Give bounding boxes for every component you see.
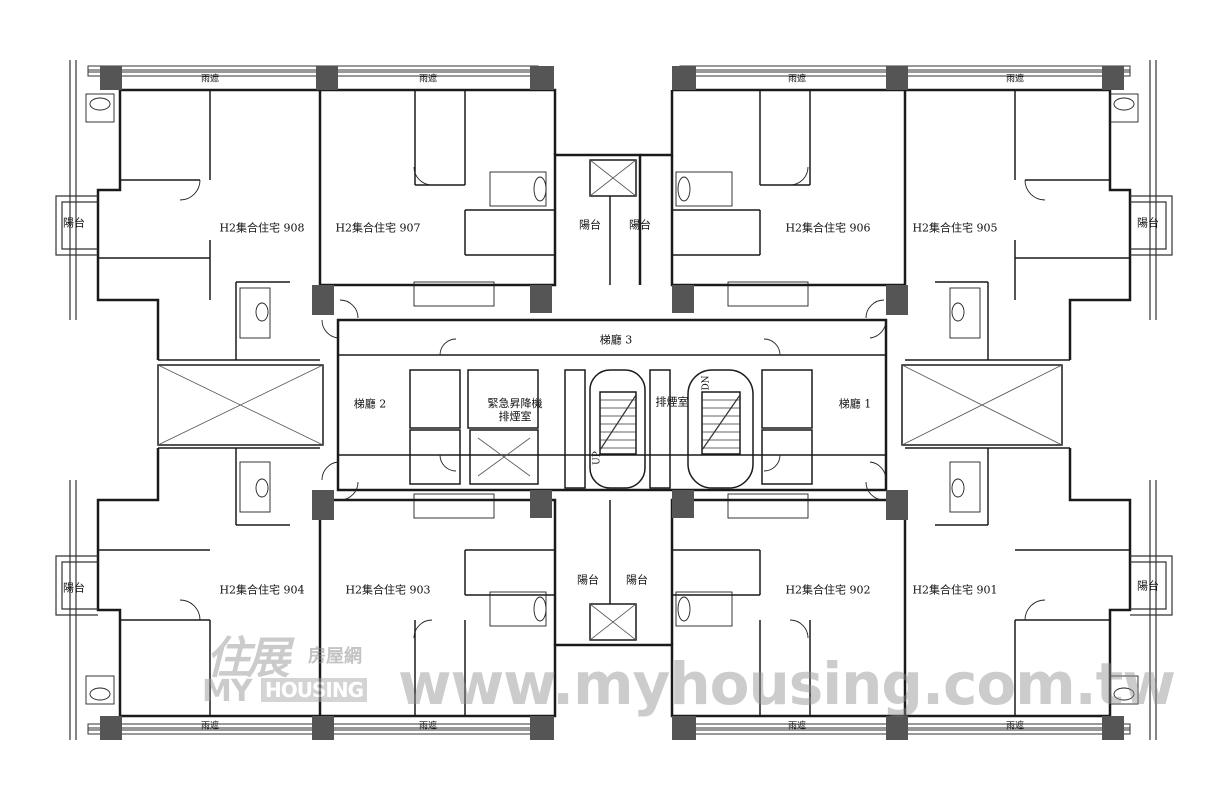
unit-label-901: H2集合住宅 901 (912, 583, 998, 597)
unit-label-906: H2集合住宅 906 (785, 221, 871, 235)
canopy-label-3: 雨遮 (787, 74, 807, 85)
interior-walls (98, 90, 1130, 716)
stair-up-left: UP (592, 451, 603, 465)
balcony-label-left-bottom: 陽台 (63, 581, 85, 595)
balcony-label-right-top: 陽台 (1137, 216, 1159, 230)
unit-label-904: H2集合住宅 904 (219, 583, 305, 597)
balconies (55, 60, 1173, 740)
stair-treads (599, 394, 741, 451)
balcony-label-left-top: 陽台 (63, 216, 85, 230)
canopy-label-8: 雨遮 (1005, 721, 1025, 732)
unit-label-903: H2集合住宅 903 (345, 583, 431, 597)
canopy-label-6: 雨遮 (418, 721, 438, 732)
watermark-logo-bar: MY HOUSING (202, 674, 368, 709)
lobby-label-1: 梯廳 1 (838, 397, 872, 411)
unit-label-905: H2集合住宅 905 (912, 221, 998, 235)
emergency-elevator-line1: 緊急昇降機 (487, 396, 543, 410)
emergency-elevator-line2: 排煙室 (498, 410, 532, 423)
emergency-elevator-label: 緊急昇降機 排煙室 (488, 397, 543, 423)
lobby-label-3: 梯廳 3 (599, 333, 633, 347)
smoke-room-label: 排煙室 (655, 395, 689, 409)
stair-dn-right: DN (701, 375, 712, 391)
unit-label-907: H2集合住宅 907 (335, 221, 421, 235)
door-swings (179, 166, 1046, 639)
balcony-label-center-top-left: 陽台 (579, 218, 601, 232)
watermark-url: www.myhousing.com.tw (398, 650, 1176, 718)
balcony-label-right-bottom: 陽台 (1137, 579, 1159, 593)
canopy-label-4: 雨遮 (1005, 74, 1025, 85)
unit-label-908: H2集合住宅 908 (219, 221, 305, 235)
watermark-logo-housing: HOUSING (261, 678, 368, 702)
fixtures (85, 93, 1139, 705)
watermark-logo-brush: 住展 (206, 633, 290, 684)
canopy-label-2: 雨遮 (418, 74, 438, 85)
watermark-logo-sub: 房屋網 (308, 646, 362, 667)
canopy-label-1: 雨遮 (200, 74, 220, 85)
shaft-crosses (157, 159, 1063, 641)
balcony-label-center-bottom-right: 陽台 (626, 573, 648, 587)
balcony-label-center-bottom-left: 陽台 (577, 573, 599, 587)
balcony-label-center-top-right: 陽台 (629, 218, 651, 232)
unit-label-902: H2集合住宅 902 (785, 583, 871, 597)
columns (100, 66, 1124, 740)
watermark-logo: 住展 房屋網 MY HOUSING (202, 622, 390, 709)
canopy-label-7: 雨遮 (787, 721, 807, 732)
lobby-label-2: 梯廳 2 (353, 397, 387, 411)
canopy-label-5: 雨遮 (200, 721, 220, 732)
watermark-logo-my: MY (202, 674, 253, 709)
